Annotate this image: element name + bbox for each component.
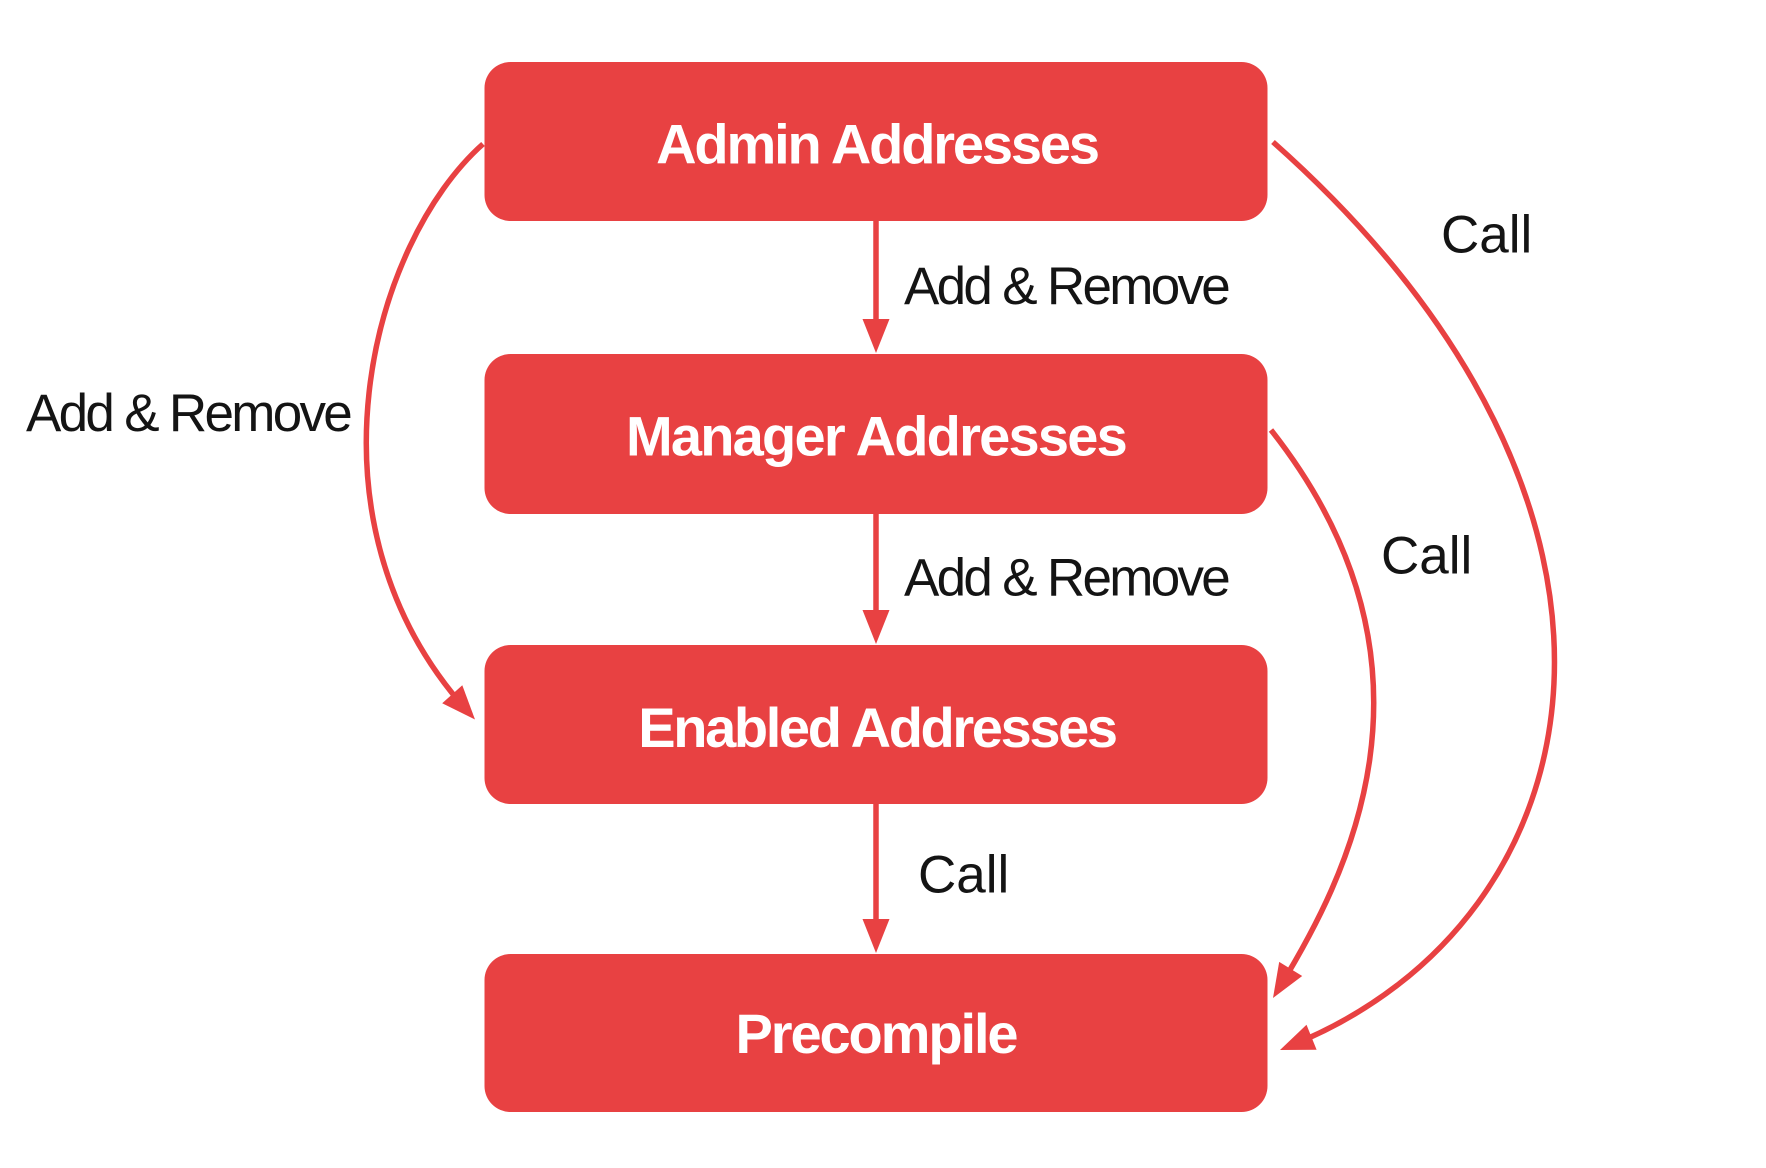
svg-text:Add & Remove: Add & Remove	[26, 384, 351, 443]
svg-text:Manager Addresses: Manager Addresses	[626, 405, 1126, 468]
svg-text:Precompile: Precompile	[735, 1002, 1017, 1065]
svg-text:Call: Call	[918, 846, 1009, 905]
svg-text:Add & Remove: Add & Remove	[904, 549, 1229, 608]
svg-text:Call: Call	[1381, 527, 1472, 586]
svg-text:Add & Remove: Add & Remove	[904, 257, 1229, 316]
svg-text:Call: Call	[1441, 206, 1532, 265]
svg-text:Admin Addresses: Admin Addresses	[656, 112, 1098, 175]
svg-text:Enabled Addresses: Enabled Addresses	[638, 696, 1116, 759]
